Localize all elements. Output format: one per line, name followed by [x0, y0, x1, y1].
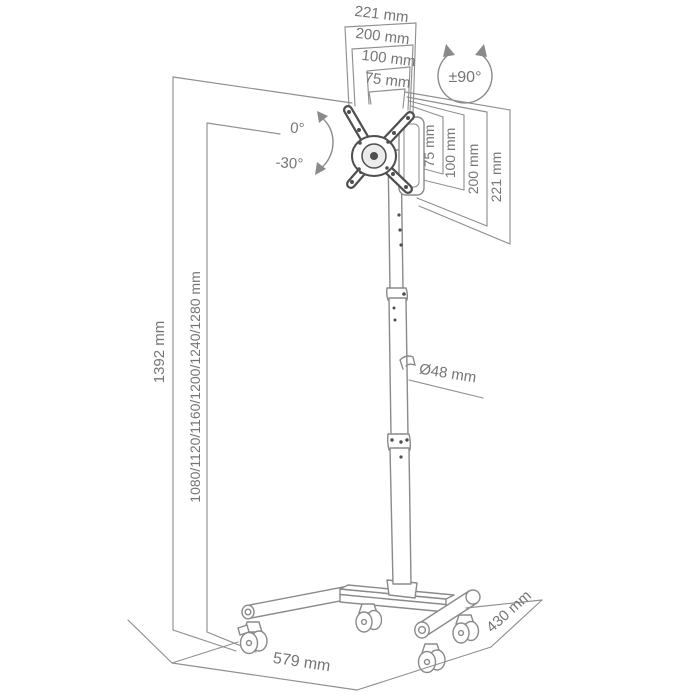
pole-diameter-dimension: Ø48 mm	[408, 361, 484, 399]
tilt-up-label: 0°	[290, 120, 305, 138]
base-leg-left	[246, 584, 354, 620]
pole-adjustment-holes	[397, 213, 403, 247]
caster-front-right	[417, 643, 446, 674]
caster-front-left	[237, 621, 268, 655]
total-height-label: 1392 mm	[151, 321, 168, 384]
caster-rear-right	[452, 614, 480, 644]
pole-collar-upper	[385, 287, 409, 301]
base-width-label: 579 mm	[272, 650, 332, 675]
pole-lower-section	[389, 447, 412, 585]
vesa-width-100-label: 100 mm	[361, 47, 417, 70]
vesa-width-75-label: 75 mm	[364, 69, 412, 91]
right-height-dimensions: 75 mm 100 mm 200 mm 221 mm	[404, 91, 511, 245]
leg-end-cap	[241, 604, 255, 620]
swivel-rotation-icon	[437, 51, 493, 104]
leg-end-cap	[414, 621, 430, 639]
left-height-dimensions: 1392 mm 1080/1120/1160/1200/1240/1280 mm	[151, 76, 353, 653]
vesa-width-221-label: 221 mm	[354, 3, 410, 26]
vesa-height-100-label: 100 mm	[442, 128, 458, 179]
stand-illustration	[237, 105, 481, 674]
vesa-bracket	[343, 105, 425, 196]
swivel-range-label: ±90°	[449, 69, 482, 86]
vesa-height-200-label: 200 mm	[465, 144, 481, 195]
cable-clip	[399, 355, 416, 370]
pole-mid-section	[388, 297, 409, 437]
pole	[385, 149, 418, 599]
tilt-down-label: -30°	[275, 154, 304, 173]
pole-diameter-label: Ø48 mm	[418, 361, 477, 387]
top-width-dimensions: 221 mm 200 mm 100 mm 75 mm	[344, 3, 417, 115]
bracket-arm-holes	[347, 110, 410, 189]
swivel-indicator: ±90°	[437, 44, 493, 104]
tilt-arc-icon	[319, 117, 334, 170]
pole-collar-lower	[386, 433, 412, 451]
height-adjustments-label: 1080/1120/1160/1200/1240/1280 mm	[187, 271, 203, 502]
vesa-width-200-label: 200 mm	[355, 25, 411, 48]
base-footprint-dimensions: 579 mm 430 mm	[127, 587, 543, 691]
base-depth-label: 430 mm	[483, 587, 535, 636]
vesa-height-75-label: 75 mm	[421, 125, 437, 168]
vesa-height-221-label: 221 mm	[488, 152, 504, 203]
tilt-indicator: 0° -30°	[275, 111, 334, 175]
caster-rear-left	[355, 603, 383, 633]
